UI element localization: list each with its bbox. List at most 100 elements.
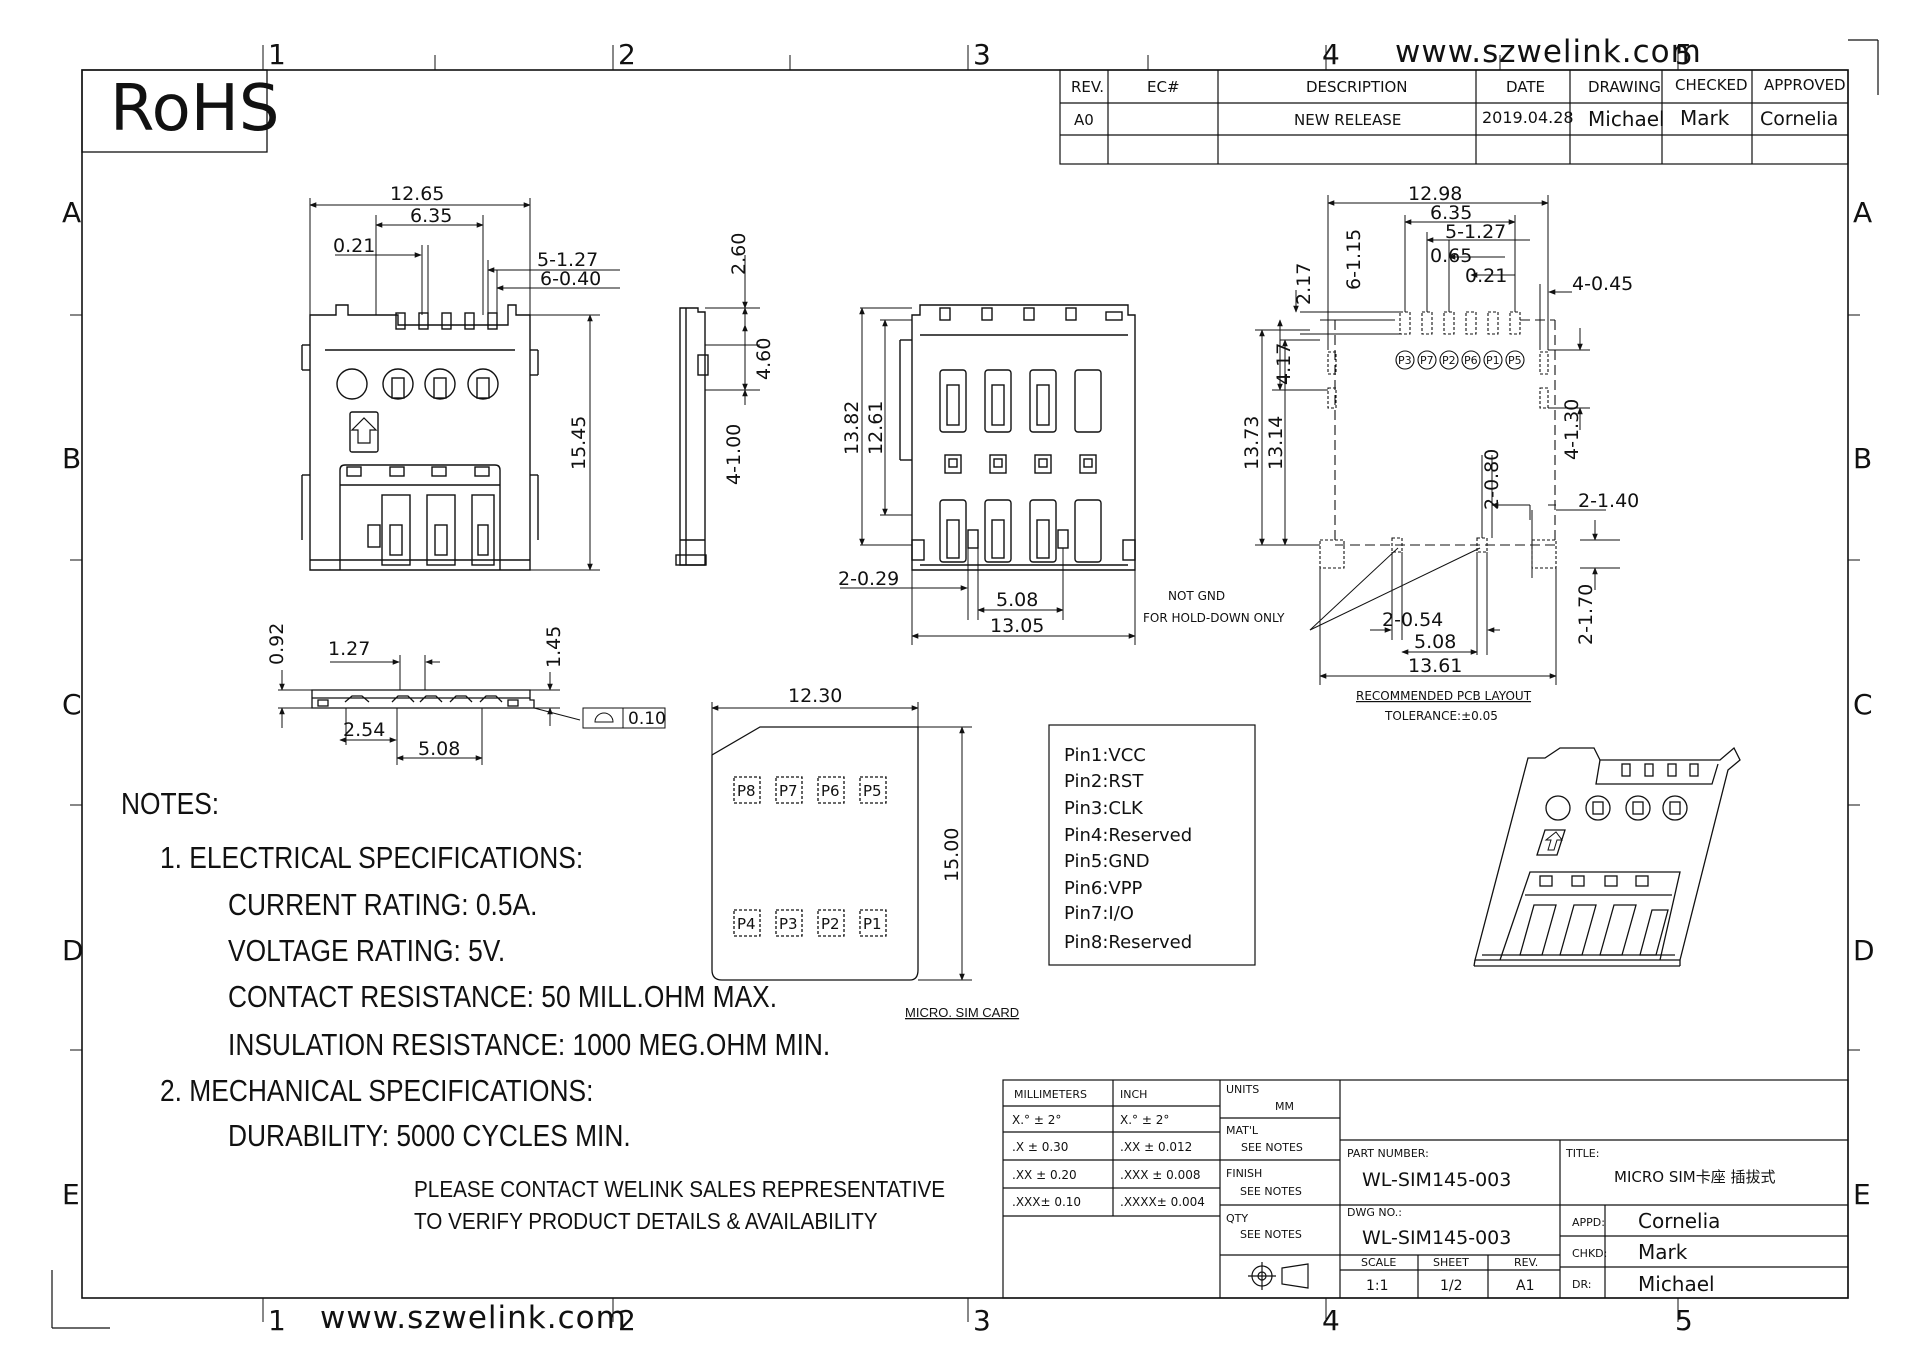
pcb-pin-circles bbox=[1395, 350, 1525, 370]
zone-col-1-bottom: 1 bbox=[268, 1304, 286, 1337]
dim-5-1-27-pcb: 5-1.27 bbox=[1445, 221, 1506, 243]
rev-value-block: A1 bbox=[1516, 1278, 1534, 1294]
isometric-view-drawing bbox=[1473, 746, 1741, 967]
sim-pin-p2: P2 bbox=[821, 915, 840, 933]
ec-header: EC# bbox=[1147, 78, 1180, 96]
pcb-pin-p5: P5 bbox=[1508, 354, 1522, 367]
title-block-values: WL-SIM145-003 WL-SIM145-003 MICRO SIM卡座 … bbox=[1362, 1168, 1776, 1296]
mm-tol-xxx: .XXX± 0.10 bbox=[1012, 1195, 1081, 1209]
units-label: UNITS bbox=[1226, 1083, 1259, 1096]
sim-pin-p5: P5 bbox=[863, 782, 882, 800]
pcb-pin-p6: P6 bbox=[1464, 354, 1478, 367]
zone-row-d-right: D bbox=[1853, 934, 1875, 967]
zone-col-2-bottom: 2 bbox=[618, 1304, 636, 1337]
dim-0-92: 0.92 bbox=[266, 623, 288, 665]
zone-col-4-bottom: 4 bbox=[1322, 1304, 1340, 1337]
pcb-signal-pads bbox=[1399, 311, 1521, 335]
bottom-view-dimensions: 13.82 12.61 2-0.29 5.08 13.05 bbox=[838, 401, 1044, 637]
zone-row-d-left: D bbox=[62, 934, 84, 967]
top-view-contact-slots bbox=[395, 312, 498, 330]
top-view-drawing bbox=[301, 304, 539, 571]
pinout-item: Pin2:RST bbox=[1064, 771, 1144, 792]
zone-col-2: 2 bbox=[618, 38, 636, 71]
pcb-pin-p2: P2 bbox=[1442, 354, 1456, 367]
revision-table bbox=[1059, 69, 1849, 165]
matl-label: MAT'L bbox=[1226, 1124, 1259, 1137]
pcb-pin-labels: P3 P7 P2 P6 P1 P5 bbox=[1398, 354, 1522, 367]
pcb-notes: NOT GND FOR HOLD-DOWN ONLY RECOMMENDED P… bbox=[1143, 589, 1532, 723]
qty-value: SEE NOTES bbox=[1240, 1228, 1302, 1241]
date-header: DATE bbox=[1506, 78, 1545, 96]
dim-6-1-15: 6-1.15 bbox=[1343, 229, 1365, 290]
website-url-bottom[interactable]: www.szwelink.com bbox=[320, 1300, 627, 1336]
dim-4-17: 4.17 bbox=[1273, 343, 1295, 385]
pinout-item: Pin7:I/O bbox=[1064, 903, 1134, 924]
side-view-dimensions: 2.60 4.60 4-1.00 bbox=[723, 233, 775, 485]
notes-heading: NOTES: bbox=[121, 786, 220, 821]
inch-header: INCH bbox=[1120, 1088, 1147, 1101]
qty-label: QTY bbox=[1226, 1212, 1248, 1225]
inch-tol-xxx: .XXX ± 0.008 bbox=[1120, 1168, 1201, 1182]
dim-0-21: 0.21 bbox=[333, 235, 375, 257]
top-view-dimension-lines bbox=[309, 198, 620, 571]
electrical-specs-title: 1. ELECTRICAL SPECIFICATIONS: bbox=[160, 840, 584, 875]
approved-value: Cornelia bbox=[1760, 108, 1838, 130]
matl-value: SEE NOTES bbox=[1241, 1141, 1303, 1154]
dim-2-1-70: 2-1.70 bbox=[1575, 584, 1597, 645]
zone-row-e-right: E bbox=[1853, 1178, 1871, 1211]
appd-label: APPD: bbox=[1572, 1216, 1605, 1229]
dim-12-61: 12.61 bbox=[865, 401, 887, 455]
isometric-view-slots bbox=[1621, 763, 1699, 777]
mm-tol-angle: X.° ± 2° bbox=[1012, 1113, 1061, 1127]
drawing-value: Michael bbox=[1588, 107, 1665, 131]
dim-13-82: 13.82 bbox=[841, 401, 863, 455]
current-rating: CURRENT RATING: 0.5A. bbox=[228, 887, 538, 922]
pcb-pin-p3: P3 bbox=[1398, 354, 1412, 367]
sim-pin-p4: P4 bbox=[737, 915, 756, 933]
contact-resistance: CONTACT RESISTANCE: 50 MILL.OHM MAX. bbox=[228, 979, 778, 1014]
zone-row-a-left: A bbox=[62, 196, 81, 229]
dim-4-60: 4.60 bbox=[753, 338, 775, 380]
zone-col-3: 3 bbox=[973, 38, 991, 71]
dim-2-60: 2.60 bbox=[728, 233, 750, 275]
dim-2-0-80: 2-0.80 bbox=[1481, 449, 1503, 510]
dim-2-17: 2.17 bbox=[1293, 263, 1315, 305]
pcb-layout-drawing bbox=[1319, 311, 1557, 569]
dim-2-1-40: 2-1.40 bbox=[1578, 490, 1639, 512]
front-view-dimensions: 0.92 1.27 1.45 2.54 5.08 0.10 bbox=[266, 623, 666, 760]
dim-1-27: 1.27 bbox=[328, 638, 370, 660]
rev-header: REV. bbox=[1071, 78, 1104, 96]
finish-value: SEE NOTES bbox=[1240, 1185, 1302, 1198]
title-block-text: MILLIMETERS INCH X.° ± 2° .X ± 0.30 .XX … bbox=[1012, 1083, 1607, 1291]
sim-pin-p7: P7 bbox=[779, 782, 798, 800]
dim-15-00: 15.00 bbox=[941, 828, 963, 882]
zone-col-5: 5 bbox=[1675, 38, 1693, 71]
dim-5-08-front: 5.08 bbox=[418, 738, 460, 760]
chkd-label: CHKD: bbox=[1572, 1247, 1607, 1260]
zone-row-a-right: A bbox=[1853, 196, 1872, 229]
dim-12-65: 12.65 bbox=[390, 183, 444, 205]
drawing-title: MICRO SIM卡座 插拔式 bbox=[1614, 1168, 1776, 1186]
checked-header: CHECKED bbox=[1675, 76, 1748, 94]
sim-card-pads bbox=[733, 776, 887, 937]
sim-pin-p8: P8 bbox=[737, 782, 756, 800]
dim-6-0-40: 6-0.40 bbox=[540, 268, 601, 290]
pcb-tolerance: TOLERANCE:±0.05 bbox=[1384, 709, 1498, 723]
pcb-layout-title: RECOMMENDED PCB LAYOUT bbox=[1356, 689, 1532, 703]
flatness-value: 0.10 bbox=[628, 709, 666, 729]
mm-tol-x: .X ± 0.30 bbox=[1012, 1140, 1068, 1154]
dim-13-14: 13.14 bbox=[1265, 416, 1287, 470]
website-url-top[interactable]: www.szwelink.com bbox=[1395, 34, 1702, 70]
zone-col-5-bottom: 5 bbox=[1675, 1304, 1693, 1337]
pinout-item: Pin4:Reserved bbox=[1064, 825, 1193, 846]
pinout-item: Pin5:GND bbox=[1064, 851, 1150, 872]
contact-notice-line-1: PLEASE CONTACT WELINK SALES REPRESENTATI… bbox=[414, 1176, 946, 1202]
sheet-value: 1/2 bbox=[1440, 1278, 1463, 1294]
scale-label: SCALE bbox=[1361, 1256, 1396, 1269]
dwg-number: WL-SIM145-003 bbox=[1362, 1227, 1511, 1249]
drawing-header: DRAWING bbox=[1588, 78, 1661, 96]
mechanical-specs-title: 2. MECHANICAL SPECIFICATIONS: bbox=[160, 1073, 594, 1108]
dim-0-21-pcb: 0.21 bbox=[1465, 265, 1507, 287]
dim-2-0-54: 2-0.54 bbox=[1382, 609, 1443, 631]
